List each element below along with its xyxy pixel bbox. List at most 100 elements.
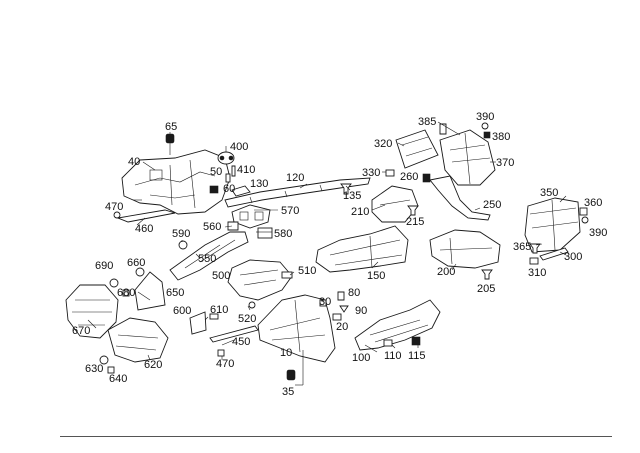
callout-120: 120 [286,172,304,184]
part-550-arm [169,231,249,281]
callout-50: 50 [210,166,222,178]
callout-90: 90 [355,305,367,317]
part-300-strip [539,247,569,261]
part-410-clip [231,165,236,177]
callout-215: 215 [406,216,424,228]
callout-40: 40 [128,156,140,168]
callout-600: 600 [173,305,191,317]
callout-550: 550 [198,253,216,265]
part-135-clip [340,183,352,195]
bottom-divider-line [60,436,612,437]
part-390-clip-b [581,216,589,224]
part-150-tunnel-shield [315,225,409,273]
part-115-nut [411,336,421,346]
part-660-bolt [135,267,145,277]
part-205-clip [481,269,493,280]
callout-410: 410 [237,164,255,176]
callout-300: 300 [564,251,582,263]
callout-470-b: 470 [216,358,234,370]
callout-135: 135 [343,190,361,202]
part-500-shield [227,259,293,301]
callout-350: 350 [540,187,558,199]
callout-590: 590 [172,228,190,240]
part-380-clip [483,131,491,139]
part-640-bolt [107,366,115,374]
part-670-cover [65,284,119,339]
leader-lines [87,121,567,386]
part-250-rail [429,175,491,221]
callout-365: 365 [513,241,531,253]
part-560-part [227,221,239,231]
part-350-box [524,197,581,253]
callout-115: 115 [408,350,426,362]
part-650-plate [134,271,166,311]
callout-labels: 65 40 400 50 410 60 130 120 135 470 460 … [72,111,607,398]
part-80-clip [337,291,345,301]
part-215-clip [407,205,419,216]
callout-390-b: 390 [589,227,607,239]
part-100-shield [354,299,441,351]
callout-640: 640 [109,373,127,385]
callout-65: 65 [165,121,177,133]
part-365-clip [529,243,541,254]
part-690-bolt [109,278,119,288]
callout-60: 60 [223,183,235,195]
part-385-bracket [439,123,447,135]
callout-20: 20 [336,321,348,333]
callout-520: 520 [238,313,256,325]
part-35-nut [286,369,296,381]
callout-360: 360 [584,197,602,209]
callout-510: 510 [298,265,316,277]
callout-660: 660 [127,257,145,269]
part-390-clip-a [481,122,489,130]
callout-205: 205 [477,283,495,295]
callout-80: 80 [348,287,360,299]
callout-460: 460 [135,223,153,235]
part-590-clip [178,240,188,250]
callout-400: 400 [230,141,248,153]
callout-680: 680 [117,287,135,299]
callout-450: 450 [232,336,250,348]
part-680-clip [122,289,130,297]
callout-30: 30 [319,296,331,308]
callout-610: 610 [210,304,228,316]
callout-620: 620 [144,359,162,371]
part-310-clip [529,257,539,265]
part-330-clip [385,169,395,177]
callout-570: 570 [281,205,299,217]
callout-200: 200 [437,266,455,278]
callout-385: 385 [418,116,436,128]
part-470-clip [113,211,121,219]
part-60-nut [209,185,219,194]
part-90-clip [339,305,349,313]
part-110-clip [383,339,393,347]
callout-260: 260 [400,171,418,183]
callout-250: 250 [483,199,501,211]
part-50-clip [225,173,231,183]
callout-320: 320 [374,138,392,150]
callout-110: 110 [384,350,402,362]
callout-130: 130 [250,178,268,190]
part-630-washer [99,355,109,365]
part-460-strip [116,209,176,223]
part-400-bracket [217,151,235,165]
callout-390-a: 390 [476,111,494,123]
part-10-floor-shield [257,294,336,363]
callout-630: 630 [85,363,103,375]
part-610-bolt [209,313,219,320]
part-260-nut [422,173,431,183]
callout-560: 560 [203,221,221,233]
part-520-clip [248,301,256,309]
part-200-shield [429,229,501,269]
callout-310: 310 [528,267,546,279]
part-580-clip [257,227,273,239]
callout-150: 150 [367,270,385,282]
callout-10: 10 [280,347,292,359]
part-600-plate [189,311,207,335]
callout-330: 330 [362,167,380,179]
callout-370: 370 [496,157,514,169]
part-470-clip-b [217,349,225,357]
part-120-rail [224,177,371,208]
part-360-clip [579,207,588,216]
